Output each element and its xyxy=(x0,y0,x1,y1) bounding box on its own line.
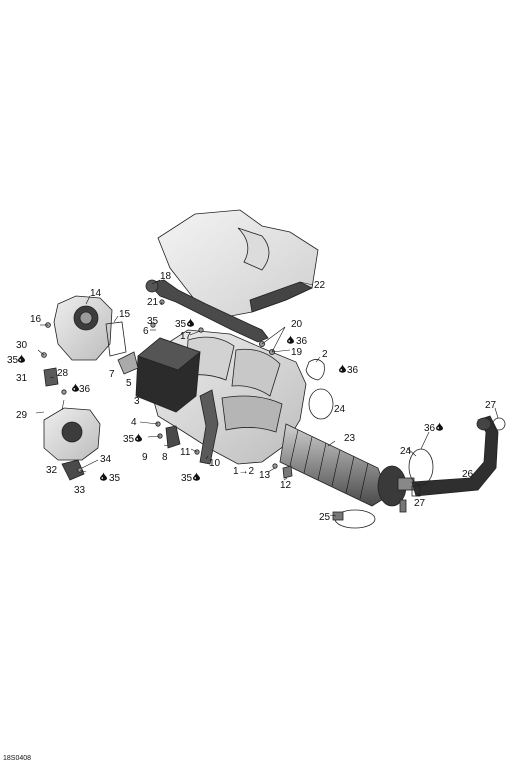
bracket xyxy=(117,351,139,375)
callout-24b: 24 xyxy=(400,446,412,457)
manifold-plenum xyxy=(221,395,283,433)
manifold-runner-b xyxy=(231,348,281,397)
callout-36a: 36 xyxy=(296,336,308,347)
callout-23: 23 xyxy=(344,433,356,444)
clamp xyxy=(492,417,506,431)
intake-tube-drain xyxy=(399,499,407,513)
bracket xyxy=(199,389,219,465)
sensor xyxy=(165,425,181,449)
callout-27a: 27 xyxy=(485,400,497,411)
callout-19: 19 xyxy=(291,347,303,358)
callout-22: 22 xyxy=(314,280,326,291)
oil-drop-icon xyxy=(100,472,107,481)
callout-31: 31 xyxy=(16,373,28,384)
callout-26: 26 xyxy=(462,469,474,480)
callout-35f: 35 xyxy=(109,473,121,484)
throttle-bore-lower xyxy=(61,421,83,443)
callout-24a: 24 xyxy=(334,404,346,415)
callout-35d: 35 xyxy=(181,473,193,484)
callout-35b: 35 xyxy=(175,319,187,330)
oil-drop-icon xyxy=(187,318,194,327)
fuel-rail-end-cap xyxy=(145,279,159,293)
oil-drop-icon xyxy=(18,354,25,363)
callout-6: 6 xyxy=(143,326,149,337)
callout-25: 25 xyxy=(319,512,331,523)
callout-4: 4 xyxy=(131,417,137,428)
callout-9: 9 xyxy=(142,452,148,463)
hose xyxy=(411,415,499,497)
callout-18: 18 xyxy=(160,271,172,282)
sensor xyxy=(43,367,59,387)
leader-lines xyxy=(35,279,499,517)
callout-30: 30 xyxy=(16,340,28,351)
clamp xyxy=(411,485,421,497)
callout-28: 28 xyxy=(57,368,69,379)
hose-end xyxy=(476,417,492,431)
hose-clamp-screw xyxy=(332,511,344,521)
callout-35a: 35 xyxy=(7,355,19,366)
callout-13: 13 xyxy=(259,470,271,481)
oil-drop-icon xyxy=(135,433,142,442)
callout-11: 11 xyxy=(180,447,191,458)
oil-drop-icon xyxy=(339,364,346,373)
callout-33: 33 xyxy=(74,485,86,496)
intake-tube-ribs xyxy=(289,429,369,500)
callout-7: 7 xyxy=(109,369,115,380)
engine-cover-edge xyxy=(249,281,313,313)
control-module-top xyxy=(137,337,201,371)
callout-14: 14 xyxy=(90,288,102,299)
throttle-bore-inner xyxy=(79,311,93,325)
callout-16: 16 xyxy=(30,314,42,325)
oil-drop-icon xyxy=(72,383,79,392)
oil-drop-icon xyxy=(193,472,200,481)
callout-5: 5 xyxy=(126,378,132,389)
callout-17: 17 xyxy=(180,331,192,342)
diagram-code: 18S0408 xyxy=(3,755,31,762)
fuel-rail xyxy=(147,279,269,343)
engine-cover-ridge xyxy=(237,227,270,271)
oil-drop-icon xyxy=(436,422,443,431)
callout-12: 12 xyxy=(280,480,292,491)
callout-35c: 35 xyxy=(123,434,135,445)
callout-36d: 36 xyxy=(424,423,436,434)
callout-27b: 27 xyxy=(414,498,426,509)
callout-20: 20 xyxy=(291,319,303,330)
callout-1to2: 1→2 xyxy=(233,466,255,477)
callouts: 1→2 2 3 4 5 6 7 8 9 10 11 12 13 14 15 16… xyxy=(7,271,497,523)
callout-29: 29 xyxy=(16,410,28,421)
callout-8: 8 xyxy=(162,452,168,463)
callout-34: 34 xyxy=(100,454,112,465)
callout-3: 3 xyxy=(134,396,140,407)
o-ring xyxy=(308,388,334,420)
o-ring xyxy=(408,448,434,486)
sensor xyxy=(61,459,85,481)
callout-10: 10 xyxy=(209,458,221,469)
callout-32: 32 xyxy=(46,465,58,476)
intake-tube xyxy=(279,423,389,507)
oil-drop-icon xyxy=(287,335,294,344)
callout-15: 15 xyxy=(119,309,131,320)
callout-35e: 35 xyxy=(147,316,159,327)
throttle-gasket xyxy=(105,321,127,357)
sensor xyxy=(282,465,293,479)
gasket xyxy=(305,359,325,381)
callout-21: 21 xyxy=(147,297,159,308)
callout-2: 2 xyxy=(322,349,328,360)
callout-36b: 36 xyxy=(347,365,359,376)
callout-36c: 36 xyxy=(79,384,91,395)
